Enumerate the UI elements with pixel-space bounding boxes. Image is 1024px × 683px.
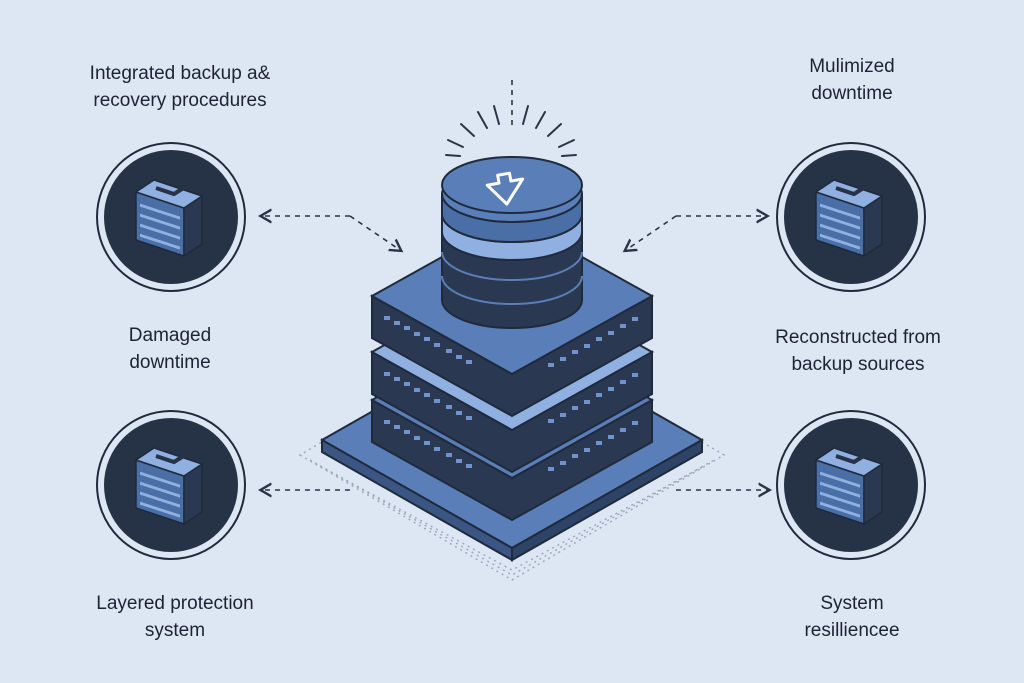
label-bottom-left: Layered protection system — [96, 593, 254, 641]
label-top-right: Mulimized downtime — [809, 56, 895, 104]
node-top-left — [96, 142, 246, 292]
server-rack-icon — [814, 179, 884, 258]
label-mid-left: Damaged downtime — [128, 325, 212, 373]
base-shadow-dots — [298, 329, 726, 581]
server-rack-icon — [134, 447, 204, 526]
database-cylinder-icon — [441, 156, 583, 329]
node-bottom-right — [776, 410, 926, 560]
node-bottom-left — [96, 410, 246, 560]
node-top-right — [776, 142, 926, 292]
restore-arrow-icon — [485, 171, 525, 206]
glow-rays — [445, 105, 577, 157]
server-rack-icon — [134, 179, 204, 258]
central-database-stack — [319, 156, 705, 562]
label-bottom-right: System resilliencee — [804, 593, 900, 641]
label-mid-right: Reconstructed from backup sources — [775, 327, 941, 375]
server-rack-icon — [814, 447, 884, 526]
label-top-left: Integrated backup a& recovery procedures — [89, 63, 271, 111]
